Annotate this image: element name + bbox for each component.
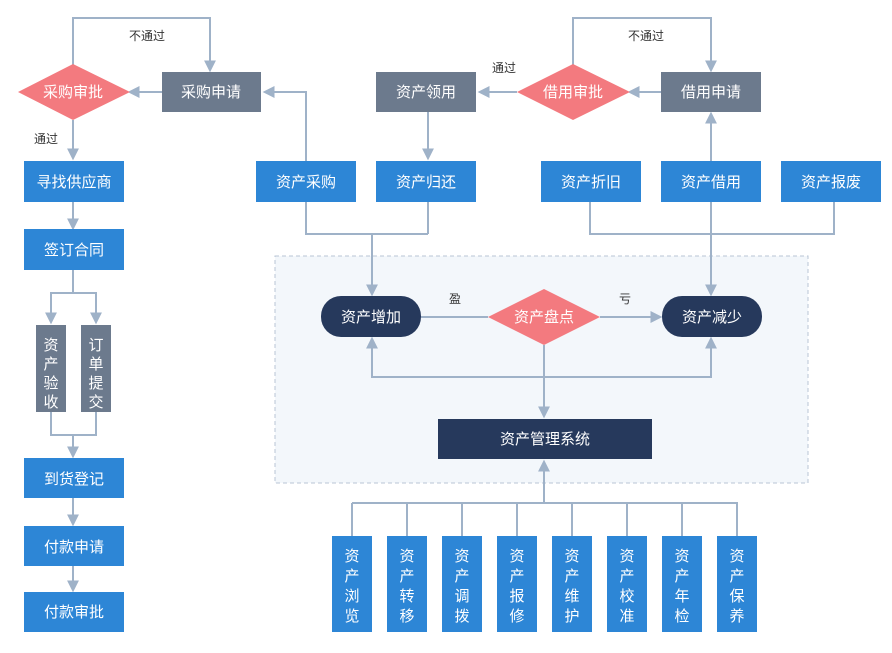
procurement-approval-label: 采购审批 [43, 83, 103, 101]
bottom-item-7: 资产年检 [662, 536, 702, 632]
borrow-request-label: 借用申请 [681, 83, 741, 101]
reject-left-label: 不通过 [129, 29, 165, 43]
payment-approval-node: 付款审批 [24, 592, 124, 632]
bottom-item-label: 资产转移 [399, 547, 414, 625]
procurement-approval-node: 采购审批 [18, 64, 130, 120]
bottom-item-3: 资产调拨 [442, 536, 482, 632]
arrival-register-node: 到货登记 [24, 458, 124, 498]
asset-depreciation-label: 资产折旧 [561, 173, 621, 191]
bottom-item-label: 资产年检 [674, 547, 689, 625]
reject-right-label: 不通过 [628, 29, 664, 43]
payment-request-label: 付款申请 [44, 538, 104, 556]
asset-borrow-label: 资产借用 [681, 173, 741, 191]
bottom-item-label: 资产报修 [509, 547, 524, 625]
arrival-register-label: 到货登记 [44, 470, 104, 488]
asset-purchase-node: 资产采购 [256, 161, 356, 202]
asset-increase-label: 资产增加 [341, 308, 401, 326]
asset-system-label: 资产管理系统 [500, 430, 590, 448]
bottom-item-8: 资产保养 [717, 536, 757, 632]
asset-decrease-label: 资产减少 [682, 308, 742, 326]
asset-system-node: 资产管理系统 [438, 419, 652, 459]
asset-depreciation-node: 资产折旧 [541, 161, 641, 202]
bottom-item-6: 资产校准 [607, 536, 647, 632]
bottom-item-label: 资产维护 [564, 547, 579, 625]
asset-scrap-node: 资产报废 [781, 161, 881, 202]
bottom-item-label: 资产调拨 [454, 547, 469, 625]
asset-decrease-node: 资产减少 [662, 296, 762, 337]
order-submit-node: 订单提交 [81, 325, 111, 412]
connectors [45, 17, 835, 593]
bottom-item-label: 资产校准 [619, 547, 634, 625]
borrow-approval-node: 借用审批 [517, 64, 630, 120]
borrow-approval-label: 借用审批 [543, 83, 603, 101]
find-supplier-label: 寻找供应商 [36, 173, 111, 191]
bottom-item-2: 资产转移 [387, 536, 427, 632]
asset-inventory-label: 资产盘点 [514, 308, 574, 326]
asset-increase-node: 资产增加 [321, 296, 421, 337]
bottom-item-5: 资产维护 [552, 536, 592, 632]
bottom-item-1: 资产浏览 [332, 536, 372, 632]
pass-left-label: 通过 [34, 132, 58, 146]
bottom-item-label: 资产浏览 [344, 547, 359, 625]
procurement-request-node: 采购申请 [162, 72, 261, 112]
payment-request-node: 付款申请 [24, 526, 124, 566]
bottom-item-label: 资产保养 [729, 547, 744, 625]
procurement-request-label: 采购申请 [181, 83, 241, 101]
sign-contract-node: 签订合同 [24, 229, 124, 270]
asset-borrow-node: 资产借用 [661, 161, 761, 202]
asset-acceptance-node: 资产验收 [36, 325, 66, 412]
asset-return-label: 资产归还 [396, 173, 456, 191]
asset-purchase-label: 资产采购 [276, 173, 336, 191]
sign-contract-label: 签订合同 [44, 241, 104, 259]
order-submit-label: 订单提交 [88, 336, 103, 411]
asset-scrap-label: 资产报废 [801, 173, 861, 191]
borrow-request-node: 借用申请 [661, 72, 761, 112]
asset-return-node: 资产归还 [376, 161, 476, 202]
find-supplier-node: 寻找供应商 [24, 161, 124, 202]
bottom-function-list: 资产浏览 资产转移 资产调拨 资产报修 资产维护 资产校准 资产年检 资产保养 [332, 536, 757, 632]
asset-claim-node: 资产领用 [376, 72, 476, 112]
asset-acceptance-label: 资产验收 [43, 336, 58, 411]
deficit-label: 亏 [619, 292, 631, 306]
asset-claim-label: 资产领用 [396, 83, 456, 101]
payment-approval-label: 付款审批 [44, 603, 104, 621]
bottom-item-4: 资产报修 [497, 536, 537, 632]
surplus-label: 盈 [449, 292, 461, 306]
pass-right-label: 通过 [492, 61, 516, 75]
asset-inventory-node: 资产盘点 [488, 289, 600, 345]
